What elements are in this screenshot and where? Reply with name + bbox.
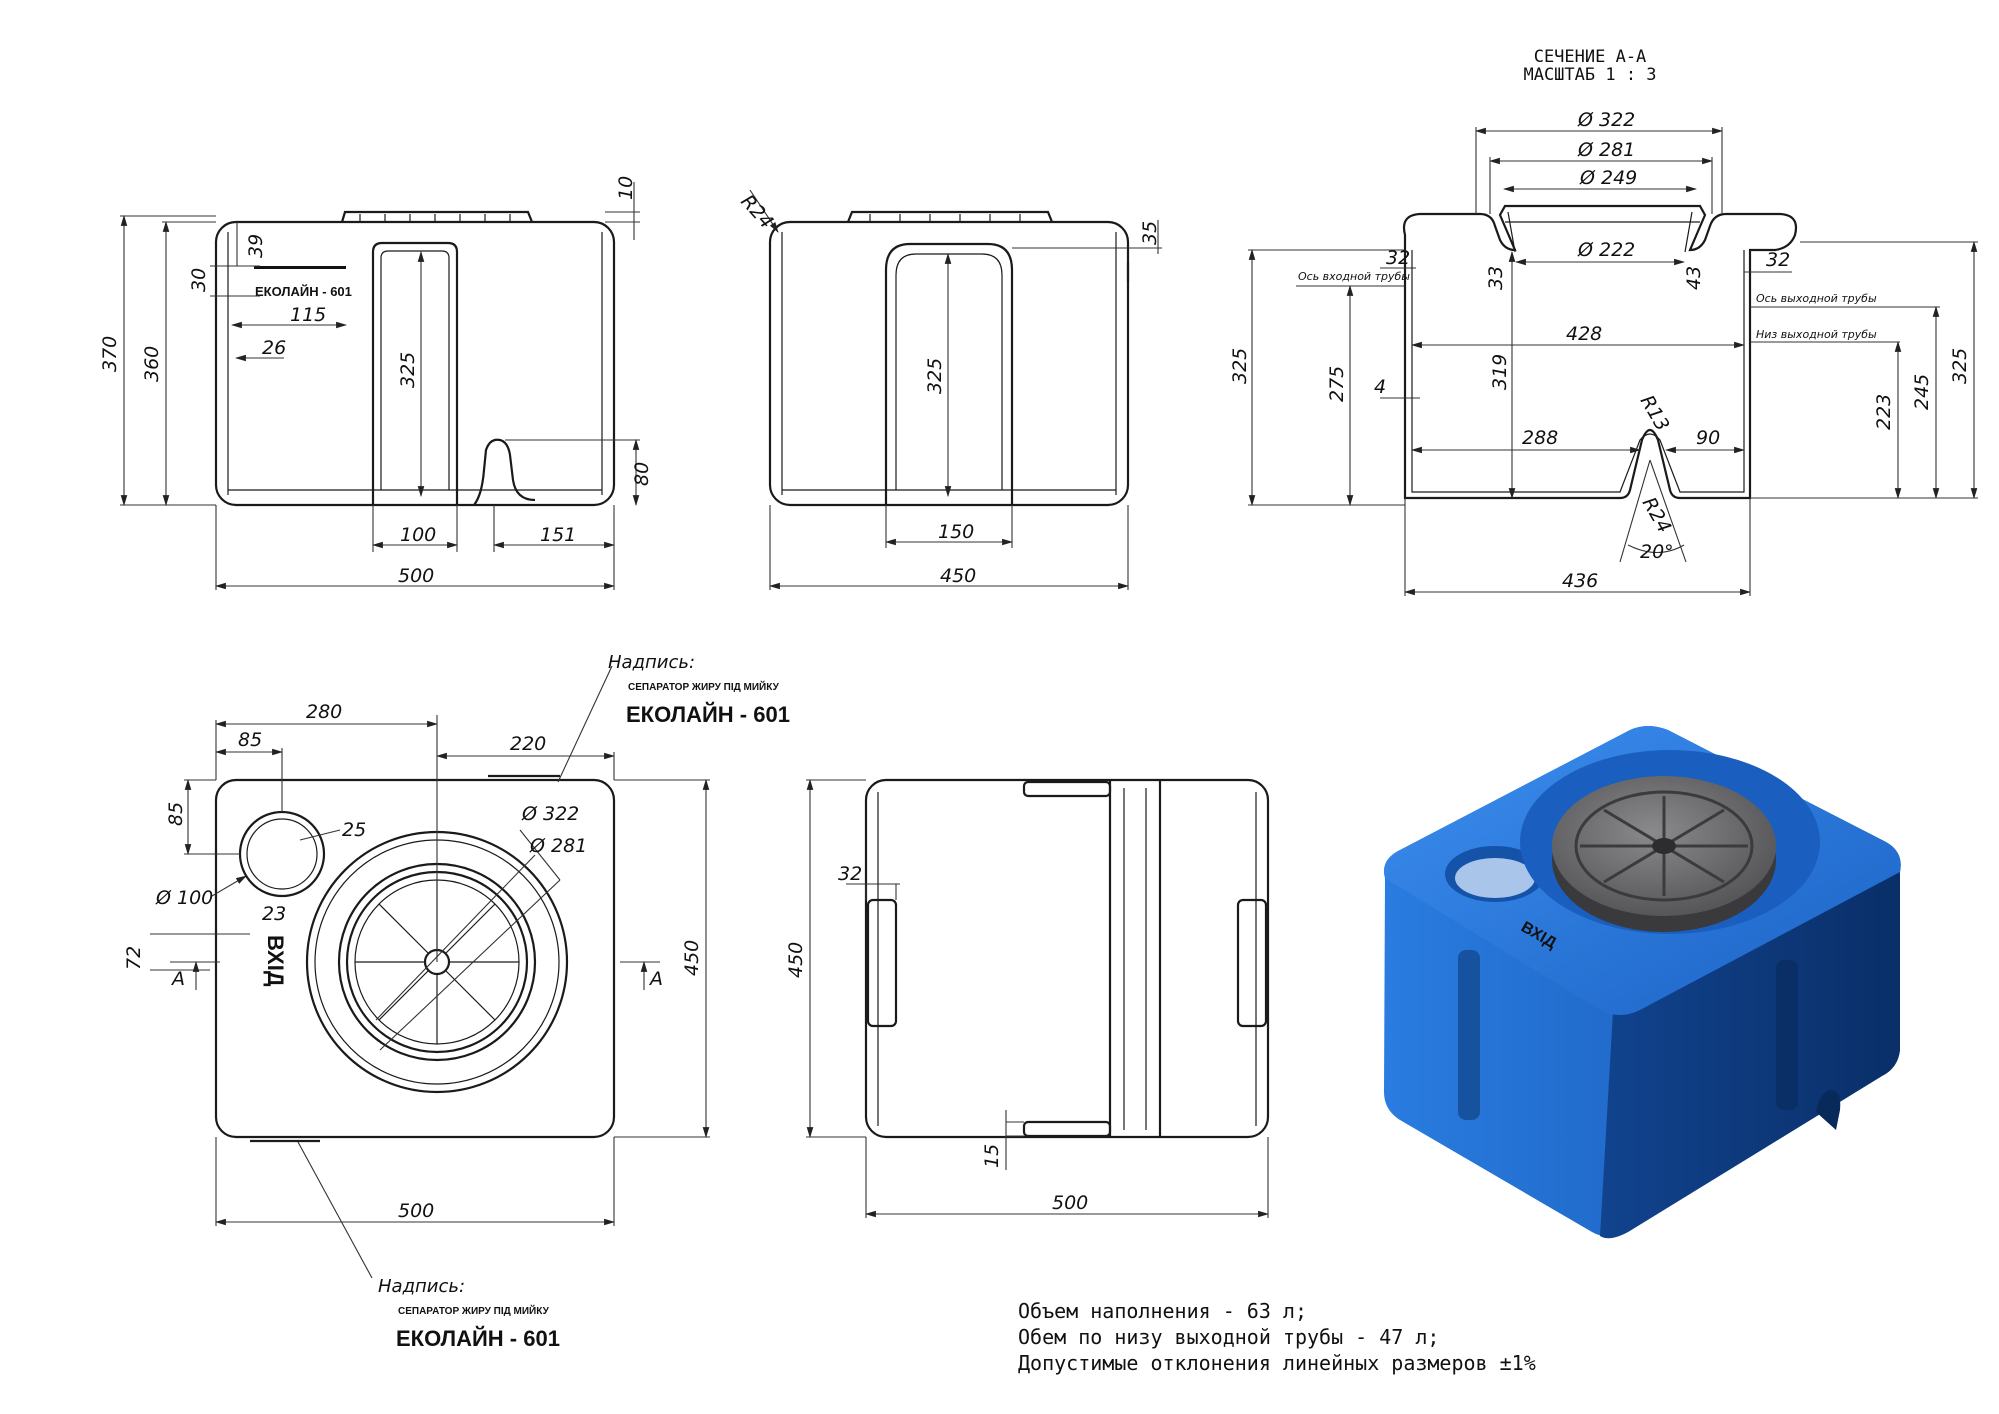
- note-tolerance: Допустимые отклонения линейных размеров …: [1018, 1351, 1536, 1375]
- section-mark-a-right: A: [648, 968, 663, 990]
- inscription-caption-bottom: Надпись:: [378, 1276, 466, 1297]
- dim-370: 370: [99, 336, 121, 372]
- section-outline: [1402, 204, 1798, 500]
- dim-360: 360: [141, 346, 163, 382]
- dim-phi222: Ø 222: [1577, 239, 1635, 261]
- dim-30: 30: [188, 268, 210, 292]
- dim-15: 15: [981, 1144, 1003, 1168]
- dim-288: 288: [1522, 427, 1558, 449]
- inlet-opening: [238, 810, 326, 898]
- dim-32: 32: [838, 863, 862, 885]
- label-outlet-axis: Ось выходной трубы: [1756, 292, 1877, 305]
- dim-phi281: Ø 281: [1577, 139, 1635, 161]
- dim-4: 4: [1374, 376, 1386, 398]
- dim-35: 35: [1139, 221, 1161, 245]
- front-outline: [214, 220, 616, 507]
- side-handle-recess: [884, 242, 1014, 505]
- inscription-line1-bottom: СЕПАРАТОР ЖИРУ ПІД МИЙКУ: [398, 1306, 549, 1317]
- front-view: ЕКОЛАЙН - 601 370 360 10 39 30 115 26 32…: [99, 176, 653, 590]
- label-inlet-axis: Ось входной трубы: [1298, 270, 1410, 283]
- bottom-outline: [864, 778, 1270, 1139]
- dim-39: 39: [245, 234, 267, 258]
- side-outline: [768, 220, 1130, 507]
- dim-280: 280: [306, 701, 342, 723]
- lid-rim: [340, 210, 534, 223]
- note-fill-volume: Объем наполнения - 63 л;: [1018, 1299, 1307, 1323]
- dim-32-left: 32: [1386, 247, 1410, 269]
- dim-151: 151: [540, 524, 576, 546]
- dim-r24: R24: [736, 191, 777, 234]
- section-mark-a-left: A: [170, 968, 185, 990]
- top-view: ВХІД 280 85 220 85 25 Ø 100 Ø 322 Ø 281 …: [123, 665, 710, 1279]
- inscription-line2-bottom: ЕКОЛАЙН - 601: [396, 1326, 560, 1351]
- dim-100: 100: [400, 524, 436, 546]
- dim-33: 33: [1485, 266, 1507, 290]
- dim-275: 275: [1326, 366, 1348, 402]
- dim-25: 25: [342, 819, 366, 841]
- vhid-mark: ВХІД: [263, 935, 288, 987]
- dim-90: 90: [1696, 427, 1720, 449]
- dim-phi281: Ø 281: [529, 835, 587, 857]
- dim-20deg: 20°: [1640, 541, 1674, 563]
- dim-500: 500: [398, 1200, 434, 1222]
- front-handle-recess: [371, 241, 459, 505]
- bottom-view: 32 450 15 500: [785, 778, 1270, 1218]
- dim-428: 428: [1566, 323, 1602, 345]
- label-outlet-bottom: Низ выходной трубы: [1756, 328, 1877, 341]
- section-aa: СЕЧЕНИЕ А-А МАСШТАБ 1 : 3 Ø 322 Ø 281 Ø …: [1229, 47, 1978, 596]
- dim-10: 10: [615, 176, 637, 200]
- dim-450: 450: [681, 940, 703, 976]
- dim-115: 115: [290, 304, 326, 326]
- dim-500: 500: [1052, 1192, 1088, 1214]
- dim-325-right: 325: [1949, 348, 1971, 384]
- dim-220: 220: [510, 733, 546, 755]
- front-label-text: ЕКОЛАЙН - 601: [255, 284, 352, 299]
- top-outline: [214, 778, 616, 1139]
- dim-450: 450: [940, 565, 976, 587]
- note-outlet-volume: Обем по низу выходной трубы - 47 л;: [1018, 1325, 1440, 1349]
- dim-325: 325: [924, 358, 946, 394]
- dim-500: 500: [398, 565, 434, 587]
- inscription-caption-top: Надпись:: [608, 652, 696, 673]
- inscription-line2-top: ЕКОЛАЙН - 601: [626, 702, 790, 727]
- dim-phi100: Ø 100: [155, 887, 213, 909]
- inlet-render: [1455, 858, 1535, 898]
- side-handle-left: [866, 898, 898, 1028]
- dim-phi322: Ø 322: [521, 803, 579, 825]
- specification-notes: Объем наполнения - 63 л; Обем по низу вы…: [1018, 1298, 1536, 1376]
- dim-32-right: 32: [1766, 249, 1790, 271]
- isometric-render: ВХІД: [1384, 726, 1901, 1239]
- dim-319: 319: [1489, 354, 1511, 390]
- dim-72: 72: [123, 946, 145, 970]
- dim-26: 26: [262, 337, 286, 359]
- section-scale: МАСШТАБ 1 : 3: [1523, 65, 1656, 85]
- dim-85-v: 85: [165, 802, 187, 826]
- dim-phi322: Ø 322: [1577, 109, 1635, 131]
- side-handle-right: [1236, 898, 1268, 1028]
- dim-223: 223: [1873, 394, 1895, 430]
- inscription-line1-top: СЕПАРАТОР ЖИРУ ПІД МИЙКУ: [628, 682, 779, 693]
- section-title: СЕЧЕНИЕ А-А: [1534, 47, 1647, 67]
- dim-phi249: Ø 249: [1579, 167, 1637, 189]
- dim-245: 245: [1911, 374, 1933, 410]
- dim-43: 43: [1683, 266, 1705, 290]
- dim-80: 80: [631, 462, 653, 486]
- dim-150: 150: [938, 521, 974, 543]
- dim-325: 325: [397, 352, 419, 388]
- side-view: R24 35 325 150 450: [736, 189, 1162, 590]
- dim-r13: R13: [1636, 392, 1674, 435]
- dim-436: 436: [1562, 570, 1598, 592]
- dim-450: 450: [785, 942, 807, 978]
- dim-85-h: 85: [238, 729, 262, 751]
- dim-23: 23: [262, 903, 286, 925]
- dim-325-left: 325: [1229, 348, 1251, 384]
- front-outlet-notch: [473, 438, 536, 506]
